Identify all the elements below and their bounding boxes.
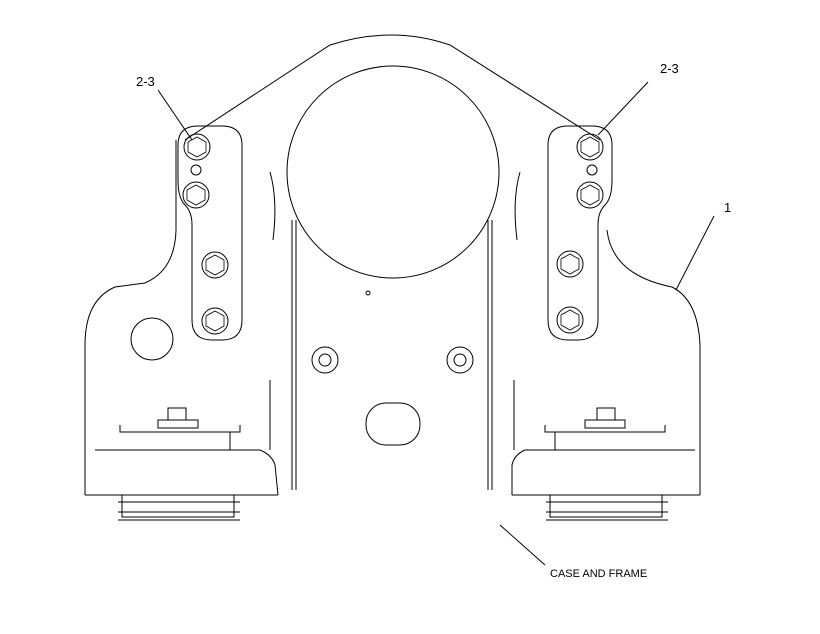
left-housing-hole	[130, 317, 174, 361]
callout-right-bolts: 2-3	[660, 61, 679, 76]
frame-hole-right	[446, 346, 474, 374]
center-frame	[269, 171, 521, 490]
right-bolt-3	[556, 250, 584, 278]
left-bolt-2	[182, 181, 210, 209]
left-bolt-plate	[177, 125, 243, 341]
right-small-hole	[586, 164, 598, 176]
callout-part-one: 1	[724, 200, 731, 215]
frame-slot	[365, 402, 421, 446]
housing-top-outline	[184, 34, 601, 279]
right-bolt-4	[556, 306, 584, 334]
left-bolt-4	[201, 307, 229, 335]
right-bolt-1	[576, 133, 604, 161]
center-bore	[286, 65, 500, 279]
left-bottom-mount	[118, 407, 241, 521]
right-bolt-plate	[547, 125, 613, 341]
left-small-hole	[190, 164, 202, 176]
left-bolt-1	[183, 133, 211, 161]
leader-lines	[157, 81, 715, 566]
right-bolt-2	[576, 181, 604, 209]
right-bottom-mount	[544, 407, 668, 521]
right-housing	[511, 229, 701, 496]
left-housing	[84, 140, 279, 496]
callout-case-and-frame: CASE AND FRAME	[550, 568, 647, 580]
left-bolt-3	[201, 251, 229, 279]
frame-hole-left	[311, 346, 339, 374]
callout-left-bolts: 2-3	[136, 74, 155, 89]
